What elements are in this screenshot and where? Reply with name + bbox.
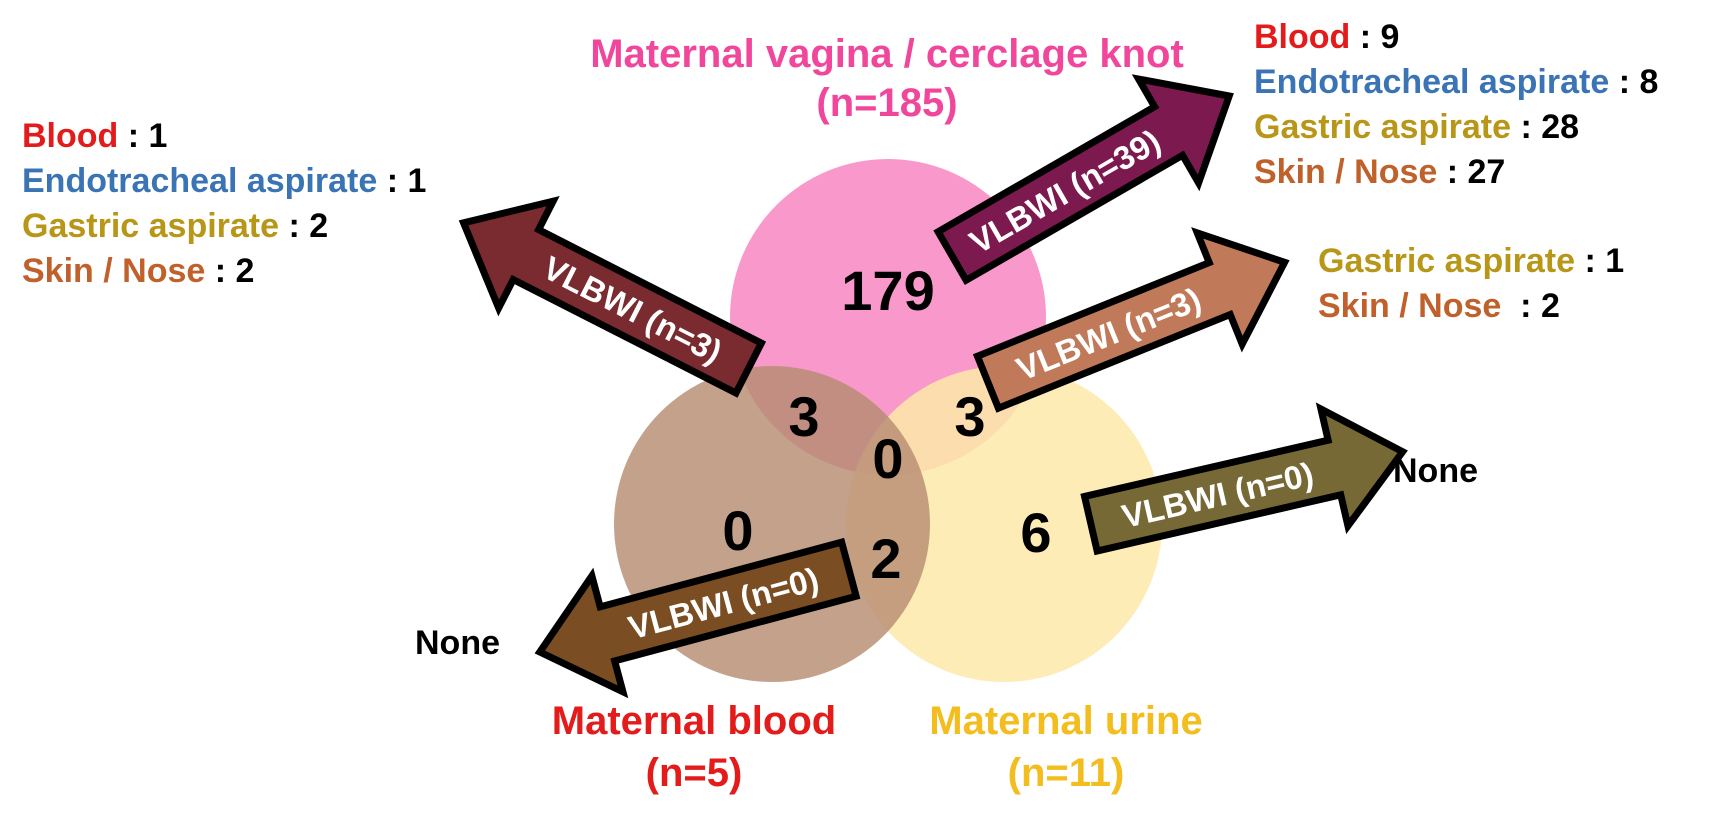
arrow-shape: [1080, 402, 1408, 556]
blood-set-count: (n=5): [646, 751, 743, 795]
list-item: Gastric aspirate : 1: [1318, 242, 1624, 280]
urine-set-title: Maternal urine: [929, 699, 1202, 743]
region-vagina-only: 179: [841, 259, 934, 322]
arrow-shape: [972, 227, 1290, 413]
list-item: Gastric aspirate : 28: [1254, 108, 1579, 146]
urine-set-count: (n=11): [1008, 751, 1125, 795]
list-item: Skin / Nose : 27: [1254, 153, 1505, 191]
list-top-right: Blood : 9 Endotracheal aspirate : 8 Gast…: [1254, 18, 1658, 191]
arrow-shape: [534, 537, 861, 699]
list-item: Gastric aspirate : 2: [22, 207, 328, 245]
list-item: Endotracheal aspirate : 8: [1254, 63, 1658, 101]
arrow-shape: [933, 74, 1234, 286]
urine-circle: [846, 366, 1162, 682]
list-item: Blood : 1: [22, 117, 167, 155]
vagina-set-title: Maternal vagina / cerclage knot: [590, 32, 1184, 76]
arrow-label: VLBWI (n=39): [963, 122, 1166, 261]
list-item: Skin / Nose : 2: [22, 252, 254, 290]
region-vagina-blood: 3: [788, 385, 819, 448]
vagina-set-count: (n=185): [816, 81, 957, 125]
arrow-top-left: VLBWI (n=3): [458, 195, 767, 398]
region-blood-only: 0: [722, 499, 753, 562]
region-all-three: 0: [872, 427, 903, 490]
blood-set-title: Maternal blood: [552, 699, 836, 743]
arrow-shape: [458, 195, 767, 398]
region-vagina-urine: 3: [954, 385, 985, 448]
none-label-bottom-right: None: [1393, 452, 1478, 490]
list-item: Blood : 9: [1254, 18, 1399, 56]
list-mid-right: Gastric aspirate : 1 Skin / Nose : 2: [1318, 242, 1624, 325]
list-item: Endotracheal aspirate : 1: [22, 162, 426, 200]
region-urine-only: 6: [1020, 501, 1051, 564]
list-top-left: Blood : 1 Endotracheal aspirate : 1 Gast…: [22, 117, 426, 290]
none-label-bottom-left: None: [415, 624, 500, 662]
region-blood-urine: 2: [870, 527, 901, 590]
list-item: Skin / Nose : 2: [1318, 287, 1560, 325]
